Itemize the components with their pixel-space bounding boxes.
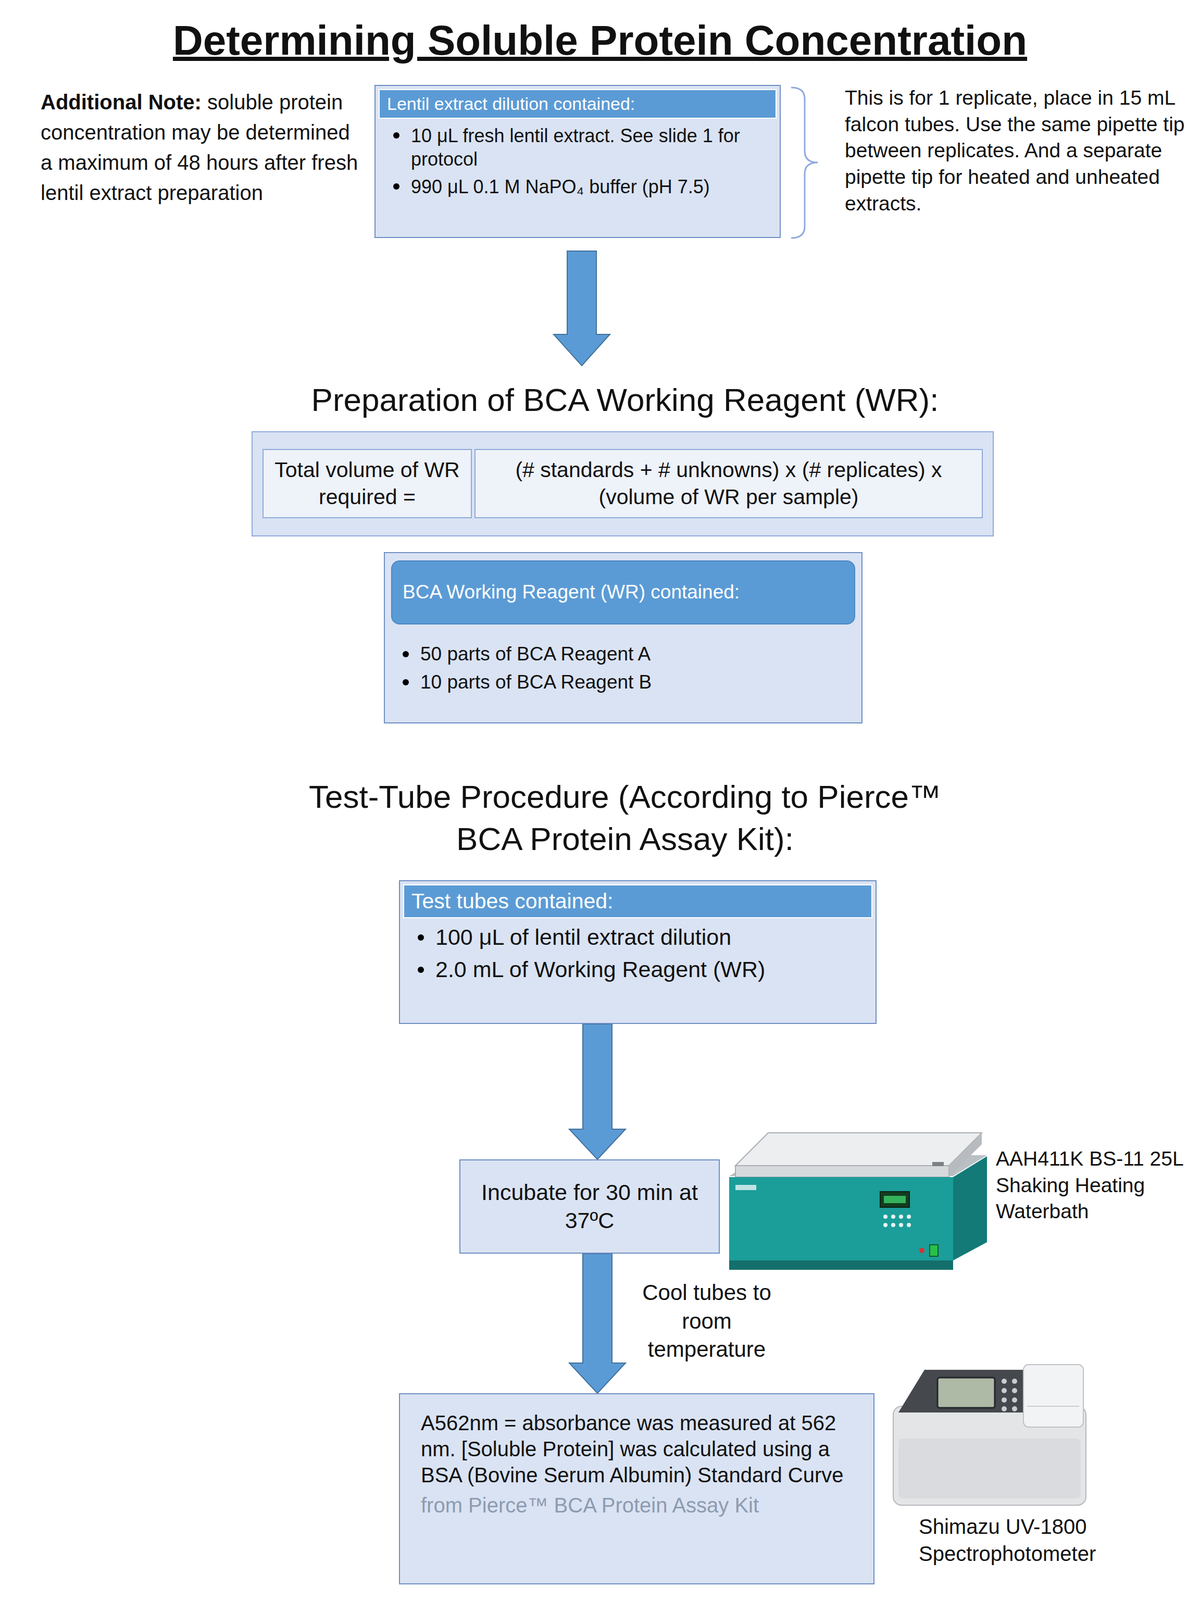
waterbath-side	[953, 1156, 987, 1261]
spectro-compartment	[1023, 1364, 1084, 1428]
waterbath-lamp	[919, 1247, 925, 1254]
bullet-item: 990 μL 0.1 M NaPO₄ buffer (pH 7.5)	[375, 175, 780, 199]
bullet-text: 50 parts of BCA Reagent A	[420, 643, 651, 665]
spectro-front	[898, 1438, 1081, 1499]
spectro-key	[1001, 1378, 1007, 1384]
waterbath-button	[906, 1214, 911, 1219]
waterbath-button	[883, 1222, 888, 1228]
section-heading: Preparation of BCA Working Reagent (WR):	[260, 379, 990, 422]
box-text: Total volume of WR required =	[272, 456, 462, 511]
box-header: BCA Working Reagent (WR) contained:	[391, 560, 856, 625]
bullet-item: 2.0 mL of Working Reagent (WR)	[400, 955, 876, 984]
bullet-dot	[393, 132, 400, 139]
result-box: A562nm = absorbance was measured at 562 …	[398, 1393, 875, 1585]
formula-cell: (# standards + # unknowns) x (# replicat…	[474, 448, 983, 519]
bullet-text: 990 μL 0.1 M NaPO₄ buffer (pH 7.5)	[410, 176, 710, 198]
waterbath-display-glow	[883, 1195, 906, 1204]
waterbath-logo	[735, 1184, 757, 1191]
spectro-seam	[1027, 1405, 1080, 1407]
bullet-dot	[417, 934, 424, 941]
process-box: Test tubes contained: 100 μL of lentil ex…	[398, 880, 877, 1024]
bullet-text: 100 μL of lentil extract dilution	[435, 924, 732, 950]
side-note: This is for 1 replicate, place in 15 mL …	[844, 84, 1192, 217]
waterbath-button	[883, 1214, 888, 1219]
spectro-key	[1001, 1388, 1007, 1394]
waterbath-base	[729, 1260, 954, 1270]
flow-arrow	[553, 251, 610, 366]
section-heading: Test-Tube Procedure (According to Pierce…	[281, 776, 969, 860]
spectro-key	[1011, 1406, 1018, 1412]
waterbath-switch	[929, 1244, 939, 1257]
edge-label: Cool tubes to room temperature	[628, 1278, 785, 1365]
curly-bracket	[791, 87, 818, 239]
waterbath-picture	[729, 1132, 987, 1270]
box-header: Lentil extract dilution contained:	[378, 89, 777, 119]
bullet-item: 10 parts of BCA Reagent B	[384, 670, 862, 695]
spectro-panel	[898, 1369, 1024, 1413]
flow-arrow	[569, 1253, 626, 1394]
waterbath-button	[906, 1222, 911, 1228]
formula-cell: Total volume of WR required =	[262, 448, 472, 519]
spectro-key	[1011, 1388, 1018, 1394]
process-box: Incubate for 30 min at 37ºC	[459, 1159, 720, 1254]
waterbath-handle	[932, 1161, 944, 1167]
equipment-label: Shimazu UV-1800 Spectrophotometer	[918, 1513, 1138, 1568]
box-text: A562nm = absorbance was measured at 562 …	[420, 1409, 853, 1489]
bullet-text: 2.0 mL of Working Reagent (WR)	[435, 956, 766, 982]
spectro-key	[1001, 1406, 1007, 1412]
waterbath-body	[729, 1177, 954, 1261]
watermark: from Pierce™ BCA Protein Assay Kit	[420, 1492, 853, 1519]
spectrophotometer-picture	[893, 1364, 1086, 1506]
bullet-text: 10 μL fresh lentil extract. See slide 1 …	[410, 125, 741, 170]
note-block: Additional Note:soluble protein concentr…	[40, 86, 359, 208]
box-text: (# standards + # unknowns) x (# replicat…	[484, 456, 973, 511]
waterbath-button	[898, 1214, 904, 1219]
waterbath-lid-front	[735, 1165, 949, 1178]
formula-panel	[252, 431, 994, 536]
bullet-item: 50 parts of BCA Reagent A	[384, 642, 862, 667]
waterbath-display	[880, 1191, 910, 1208]
process-box: Lentil extract dilution contained: 10 μL …	[374, 84, 781, 239]
bullet-dot	[393, 183, 400, 190]
waterbath-button	[891, 1222, 896, 1228]
note-heading: Additional Note:	[40, 90, 202, 114]
bullet-item: 100 μL of lentil extract dilution	[400, 923, 876, 952]
page-title: Determining Soluble Protein Concentratio…	[27, 15, 1173, 66]
flow-arrow	[569, 1023, 626, 1160]
bullet-text: 10 parts of BCA Reagent B	[420, 671, 652, 693]
spectro-key	[1011, 1397, 1018, 1403]
spectro-screen	[937, 1377, 995, 1408]
bullet-dot	[402, 679, 409, 686]
waterbath-lid	[735, 1132, 982, 1166]
process-box: BCA Working Reagent (WR) contained: 50 pa…	[383, 552, 863, 724]
spectro-key	[1011, 1378, 1018, 1384]
bullet-dot	[417, 966, 424, 973]
bullet-item: 10 μL fresh lentil extract. See slide 1 …	[375, 123, 780, 171]
equipment-label: AAH411K BS-11 25L Shaking Heating Waterb…	[995, 1145, 1194, 1225]
box-text: Incubate for 30 min at 37ºC	[471, 1178, 708, 1235]
waterbath-button	[891, 1214, 896, 1219]
box-header: Test tubes contained:	[403, 884, 873, 919]
spectro-key	[1001, 1397, 1007, 1403]
bullet-dot	[402, 651, 409, 658]
waterbath-button	[898, 1222, 904, 1228]
